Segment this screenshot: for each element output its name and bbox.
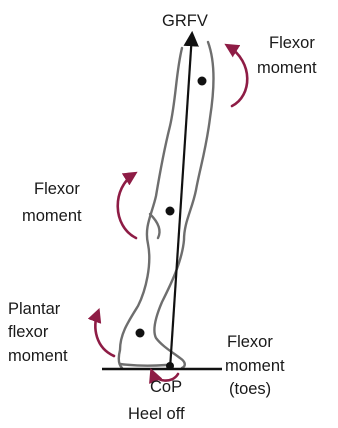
cop-label: CoP bbox=[150, 378, 182, 396]
knee-flexor-moment-arrow bbox=[118, 174, 136, 238]
hip-flexor-moment-arrow bbox=[228, 46, 247, 106]
grfv-arrow bbox=[170, 34, 192, 369]
leg-outline-front bbox=[154, 42, 213, 368]
ankle-moment-label-line1: Plantar bbox=[8, 300, 61, 318]
knee-moment-label-line2: moment bbox=[22, 207, 82, 225]
phase-label: Heel off bbox=[128, 405, 185, 423]
foot-outline bbox=[120, 364, 166, 366]
ankle-moment-label-line2: flexor bbox=[8, 323, 49, 341]
toes-moment-label-line1: Flexor bbox=[227, 333, 273, 351]
knee-crease bbox=[150, 214, 160, 238]
grfv-label: GRFV bbox=[162, 12, 208, 30]
toes-moment-label-line3: (toes) bbox=[229, 380, 271, 398]
hip-moment-label-line1: Flexor bbox=[269, 34, 315, 52]
knee-moment-label-line1: Flexor bbox=[34, 180, 80, 198]
ankle-moment-label-line3: moment bbox=[8, 347, 68, 365]
hip-joint-dot bbox=[198, 77, 207, 86]
ankle-joint-dot bbox=[136, 329, 145, 338]
cop-dot bbox=[166, 362, 174, 370]
hip-moment-label-line2: moment bbox=[257, 59, 317, 77]
ankle-plantar-flexor-moment-arrow bbox=[95, 312, 114, 356]
knee-joint-dot bbox=[166, 207, 175, 216]
toes-moment-label-line2: moment bbox=[225, 357, 285, 375]
